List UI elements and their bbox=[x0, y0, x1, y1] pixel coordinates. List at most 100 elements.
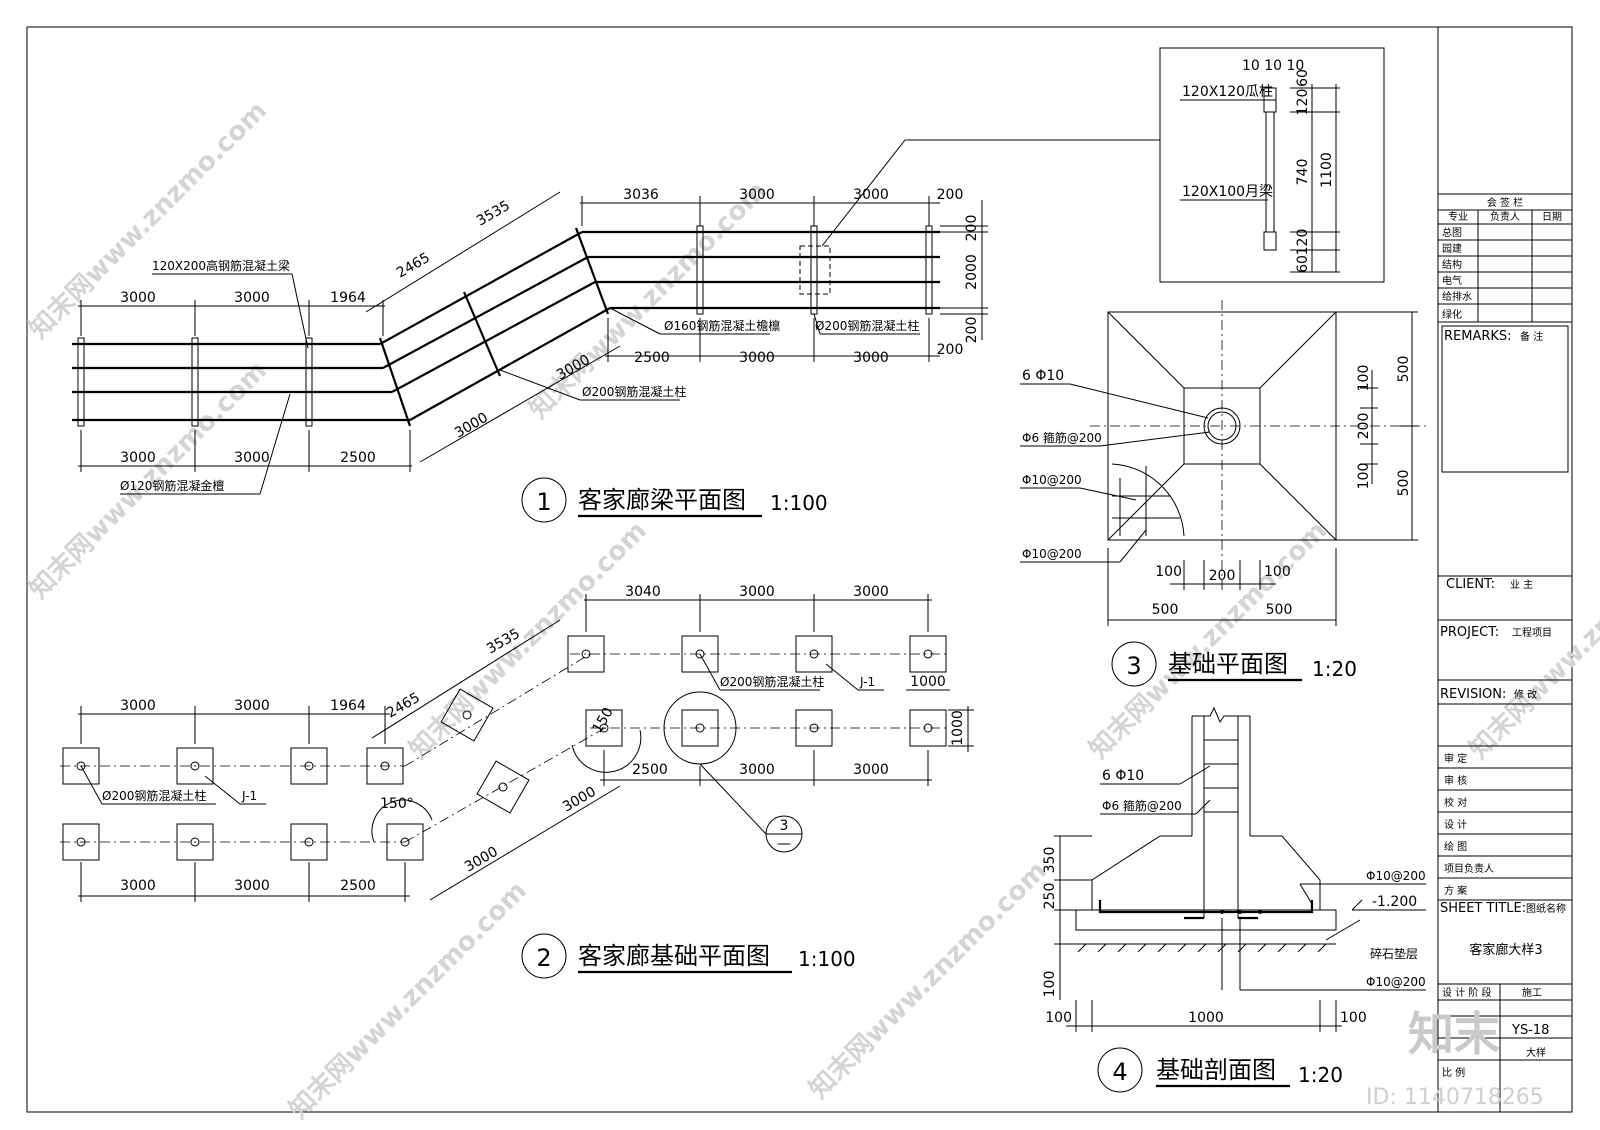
svg-text:校 对: 校 对 bbox=[1444, 796, 1467, 809]
svg-text:1000: 1000 bbox=[910, 674, 946, 690]
svg-text:业 主: 业 主 bbox=[1510, 579, 1533, 591]
p1-scale: 1:100 bbox=[770, 491, 828, 515]
svg-text:J-1: J-1 bbox=[241, 789, 257, 803]
svg-text:100: 100 bbox=[1042, 971, 1058, 998]
p1-dim-tl-2: 1964 bbox=[330, 290, 366, 306]
svg-text:Φ10@200: Φ10@200 bbox=[1022, 547, 1082, 561]
p1-dim-v-1: 2000 bbox=[964, 254, 980, 290]
svg-text:3040: 3040 bbox=[625, 584, 661, 600]
detail-label-post: 120X120瓜柱 bbox=[1182, 84, 1273, 100]
svg-text:审 定: 审 定 bbox=[1444, 752, 1467, 765]
svg-text:1964: 1964 bbox=[330, 698, 366, 714]
svg-text:1000: 1000 bbox=[1188, 1010, 1224, 1026]
svg-text:100: 100 bbox=[1356, 365, 1372, 392]
svg-text:绿化: 绿化 bbox=[1442, 308, 1462, 321]
p1-dim-tr-3: 200 bbox=[937, 187, 964, 203]
svg-text:Φ10@200: Φ10@200 bbox=[1366, 869, 1426, 883]
svg-text:客家廊基础平面图: 客家廊基础平面图 bbox=[578, 942, 770, 970]
svg-text:—: — bbox=[777, 836, 791, 852]
svg-text:YS-18: YS-18 bbox=[1511, 1023, 1549, 1038]
svg-text:3000: 3000 bbox=[739, 584, 775, 600]
svg-text:Ø200钢筋混凝土柱: Ø200钢筋混凝土柱 bbox=[102, 788, 206, 803]
p1-dim-tr-2: 3000 bbox=[853, 187, 889, 203]
svg-text:给排水: 给排水 bbox=[1442, 290, 1472, 303]
svg-text:60: 60 bbox=[1295, 255, 1311, 273]
svg-text:知末网www.znzmo.com: 知末网www.znzmo.com bbox=[1464, 516, 1600, 765]
svg-text:方 案: 方 案 bbox=[1444, 884, 1467, 897]
svg-text:4: 4 bbox=[1112, 1058, 1127, 1086]
svg-text:350: 350 bbox=[1042, 847, 1058, 874]
p1-label-purlin-pipe: Ø120钢筋混凝金檀 bbox=[120, 478, 224, 493]
svg-text:PROJECT:: PROJECT: bbox=[1440, 625, 1499, 640]
svg-text:Ø200钢筋混凝土柱: Ø200钢筋混凝土柱 bbox=[720, 674, 824, 689]
svg-text:6 Φ10: 6 Φ10 bbox=[1022, 368, 1064, 384]
svg-text:200: 200 bbox=[1356, 413, 1372, 440]
svg-text:3000: 3000 bbox=[120, 698, 156, 714]
p1-num: 1 bbox=[536, 488, 551, 516]
detail-section: 10 10 10 120X120瓜柱 120X100月梁 60 120 740 … bbox=[1159, 47, 1385, 283]
svg-text:3000: 3000 bbox=[739, 762, 775, 778]
p1-dim-du-0: 2465 bbox=[394, 250, 433, 282]
svg-text:1100: 1100 bbox=[1319, 152, 1335, 188]
svg-text:3: 3 bbox=[1126, 652, 1141, 680]
svg-text:500: 500 bbox=[1396, 470, 1412, 497]
svg-text:Φ6 箍筋@200: Φ6 箍筋@200 bbox=[1022, 430, 1102, 445]
p1-dim-tr-1: 3000 bbox=[739, 187, 775, 203]
svg-text:知末网www.znzmo.com: 知末网www.znzmo.com bbox=[804, 856, 1053, 1105]
svg-text:SHEET TITLE:: SHEET TITLE: bbox=[1440, 901, 1526, 916]
svg-text:-1.200: -1.200 bbox=[1372, 894, 1417, 910]
svg-text:电气: 电气 bbox=[1442, 274, 1462, 287]
svg-text:100: 100 bbox=[1155, 564, 1182, 580]
title-block-frame bbox=[1437, 26, 1573, 1113]
p1-dim-bl-2: 2500 bbox=[340, 450, 376, 466]
svg-text:2500: 2500 bbox=[632, 762, 668, 778]
svg-text:3000: 3000 bbox=[234, 698, 270, 714]
svg-text:工程项目: 工程项目 bbox=[1512, 627, 1552, 639]
svg-text:120: 120 bbox=[1295, 229, 1311, 256]
watermark-id: ID: 1140718265 bbox=[1366, 1085, 1544, 1110]
svg-text:大样: 大样 bbox=[1526, 1046, 1546, 1059]
svg-text:1000: 1000 bbox=[950, 710, 966, 746]
svg-text:修 改: 修 改 bbox=[1514, 688, 1537, 701]
svg-text:知末网www.znzmo.com: 知末网www.znzmo.com bbox=[284, 876, 533, 1125]
svg-text:3000: 3000 bbox=[120, 878, 156, 894]
p1-label-purlin: Ø160钢筋混凝土檐檩 bbox=[664, 318, 780, 333]
svg-text:负责人: 负责人 bbox=[1490, 210, 1520, 223]
svg-text:500: 500 bbox=[1396, 356, 1412, 383]
svg-text:知末网www.znzmo.com: 知末网www.znzmo.com bbox=[24, 96, 273, 345]
p1-dim-tl-0: 3000 bbox=[120, 290, 156, 306]
svg-text:6 Φ10: 6 Φ10 bbox=[1102, 768, 1144, 784]
svg-text:绘 图: 绘 图 bbox=[1444, 840, 1467, 853]
svg-text:备 注: 备 注 bbox=[1520, 330, 1543, 343]
svg-text:1:20: 1:20 bbox=[1298, 1063, 1343, 1087]
svg-text:审 核: 审 核 bbox=[1444, 774, 1467, 787]
svg-text:3: 3 bbox=[780, 818, 789, 834]
title-block: 会 签 栏 专业 负责人 日期 总图 园建 结构 电气 给排水 绿化 REMAR… bbox=[1438, 193, 1572, 1112]
svg-text:120: 120 bbox=[1295, 89, 1311, 116]
svg-text:专业: 专业 bbox=[1448, 210, 1468, 223]
p1-dim-v-2: 200 bbox=[964, 317, 980, 344]
svg-text:2: 2 bbox=[536, 944, 551, 972]
svg-text:设 计 阶 段: 设 计 阶 段 bbox=[1442, 986, 1492, 999]
svg-text:基础平面图: 基础平面图 bbox=[1168, 650, 1288, 678]
svg-text:500: 500 bbox=[1152, 602, 1179, 618]
p1-dim-v-0: 200 bbox=[964, 215, 980, 242]
svg-text:J-1: J-1 bbox=[859, 675, 875, 689]
svg-text:60: 60 bbox=[1295, 69, 1311, 87]
svg-text:Φ10@200: Φ10@200 bbox=[1022, 473, 1082, 487]
svg-text:3000: 3000 bbox=[234, 878, 270, 894]
svg-text:图纸名称: 图纸名称 bbox=[1526, 902, 1566, 915]
p1-dim-tr-0: 3036 bbox=[623, 187, 659, 203]
svg-text:结构: 结构 bbox=[1442, 258, 1462, 271]
detail-top-dims: 10 10 10 bbox=[1242, 58, 1304, 74]
p1-dim-dl-1: 3000 bbox=[452, 410, 491, 442]
svg-text:设 计: 设 计 bbox=[1444, 818, 1467, 831]
watermark-logo: 知末 bbox=[1408, 1007, 1500, 1061]
svg-text:总图: 总图 bbox=[1442, 226, 1462, 239]
p1-label-column-2: Ø200钢筋混凝土柱 bbox=[582, 384, 686, 399]
svg-text:100: 100 bbox=[1356, 463, 1372, 490]
svg-text:3000: 3000 bbox=[853, 762, 889, 778]
plan3-footing-plan: 6 Φ10 Φ6 箍筋@200 Φ10@200 Φ10@200 100 200 … bbox=[1020, 300, 1430, 687]
p1-dim-mr-0: 2500 bbox=[634, 350, 670, 366]
